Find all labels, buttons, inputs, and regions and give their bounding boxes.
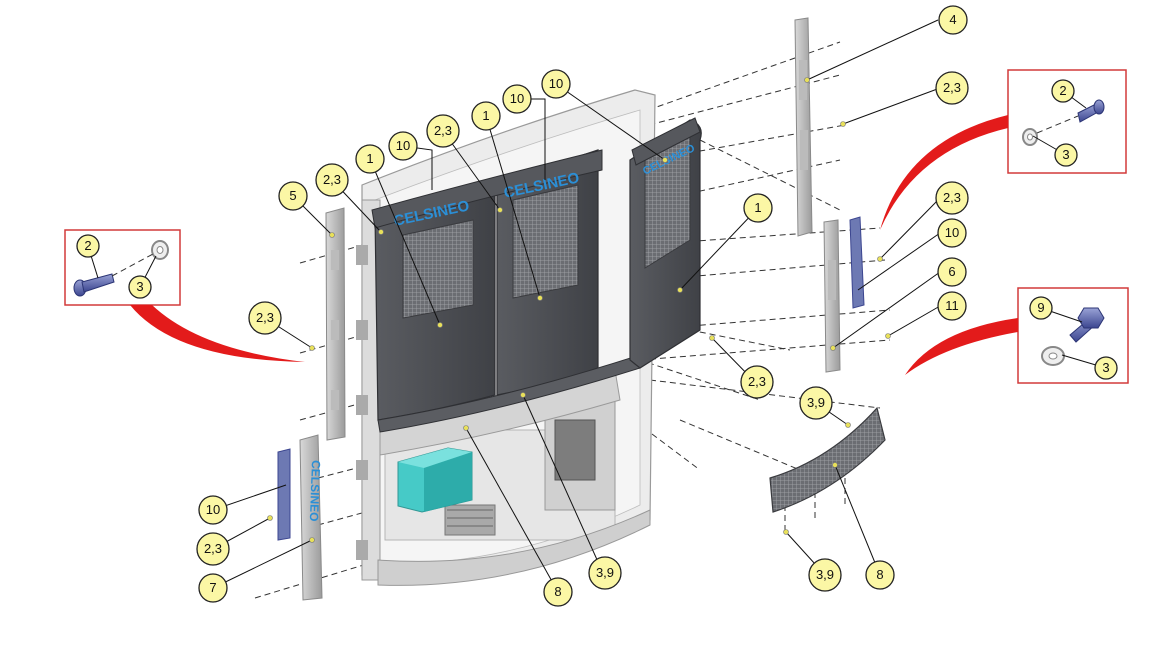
attachment-markers <box>267 77 891 543</box>
svg-text:10: 10 <box>396 138 410 153</box>
callout-2-3-left-top: 2,3 <box>315 163 349 197</box>
washer-icon <box>1041 346 1065 366</box>
callout-2-3-right-top: 2,3 <box>935 71 969 105</box>
svg-text:2,3: 2,3 <box>256 310 274 325</box>
svg-text:2: 2 <box>1059 83 1066 98</box>
callout-2-3-side-bottom: 2,3 <box>740 365 774 399</box>
svg-text:6: 6 <box>948 264 955 279</box>
front-door-left <box>374 179 496 421</box>
bolt-icon <box>73 273 115 297</box>
svg-text:1: 1 <box>482 108 489 123</box>
washer-icon <box>1022 128 1038 146</box>
callout-10-right-badge: 10 <box>937 218 967 248</box>
callout-4: 4 <box>938 5 968 35</box>
right-mid-strip <box>823 219 841 373</box>
svg-text:3: 3 <box>136 279 143 294</box>
svg-text:10: 10 <box>945 225 959 240</box>
callout-detail-bottom-right-washer: 3 <box>1094 356 1118 380</box>
callout-5: 5 <box>278 181 308 211</box>
callout-3-9-panel-top: 3,9 <box>799 386 833 420</box>
callout-detail-left-washer: 3 <box>128 275 152 299</box>
logo-badge-left <box>277 448 291 541</box>
svg-text:8: 8 <box>876 567 883 582</box>
callout-6: 6 <box>937 257 967 287</box>
left-lower-strip: CELSINEO <box>299 434 323 601</box>
svg-text:4: 4 <box>949 12 956 27</box>
pointer-arrow-bottom-right <box>905 318 1018 375</box>
svg-text:10: 10 <box>206 502 220 517</box>
front-door-right <box>496 149 599 396</box>
curved-mesh-panel <box>769 406 886 513</box>
svg-text:8: 8 <box>554 584 561 599</box>
svg-text:2,3: 2,3 <box>323 172 341 187</box>
left-side-strip <box>325 207 346 441</box>
svg-text:2,3: 2,3 <box>434 123 452 138</box>
callout-1-left-door: 1 <box>355 144 385 174</box>
svg-text:3: 3 <box>1062 147 1069 162</box>
washer-icon <box>151 240 169 260</box>
callout-2-3-left-strip: 2,3 <box>248 301 282 335</box>
callout-1-side-door: 1 <box>743 193 773 223</box>
callout-detail-top-right-bolt: 2 <box>1051 79 1075 103</box>
callout-2-3-center-top: 2,3 <box>426 114 460 148</box>
callout-detail-left-bolt: 2 <box>76 234 100 258</box>
callout-10-left-logo: 10 <box>388 131 418 161</box>
callout-10-side-logo: 10 <box>541 69 571 99</box>
svg-text:2: 2 <box>84 238 91 253</box>
callout-detail-top-right-washer: 3 <box>1054 143 1078 167</box>
svg-text:3,9: 3,9 <box>596 565 614 580</box>
svg-text:2,3: 2,3 <box>204 541 222 556</box>
right-top-strip <box>794 17 813 237</box>
svg-text:3,9: 3,9 <box>816 567 834 582</box>
svg-text:3: 3 <box>1102 360 1109 375</box>
callout-8-body: 8 <box>543 577 573 607</box>
callout-detail-bottom-right-bolt: 9 <box>1029 296 1053 320</box>
svg-text:9: 9 <box>1037 300 1044 315</box>
svg-text:11: 11 <box>945 298 959 313</box>
logo-badge-right <box>849 216 865 309</box>
svg-text:2,3: 2,3 <box>748 374 766 389</box>
callout-1-right-door: 1 <box>471 101 501 131</box>
callout-2-3-left-lower: 2,3 <box>196 532 230 566</box>
bolt-icon <box>1077 99 1105 123</box>
svg-text:10: 10 <box>549 76 563 91</box>
svg-text:2,3: 2,3 <box>943 190 961 205</box>
svg-text:3,9: 3,9 <box>807 395 825 410</box>
callout-10-center-logo: 10 <box>502 84 532 114</box>
svg-text:5: 5 <box>289 188 296 203</box>
pointer-arrow-top-right <box>880 115 1008 230</box>
logo-text-strip: CELSINEO <box>307 460 323 522</box>
pointer-arrow-left <box>130 305 305 362</box>
callout-10-left-badge: 10 <box>198 495 228 525</box>
svg-text:1: 1 <box>366 151 373 166</box>
svg-text:1: 1 <box>754 200 761 215</box>
callout-7: 7 <box>198 573 228 603</box>
side-door: CELSINEO <box>629 117 702 369</box>
callout-3-9-panel-bottom: 3,9 <box>808 558 842 592</box>
callout-3-9-body: 3,9 <box>588 556 622 590</box>
svg-text:7: 7 <box>209 580 216 595</box>
hex-bolt-icon <box>1069 307 1105 343</box>
callout-2-3-right-mid: 2,3 <box>935 181 969 215</box>
cyan-cover <box>397 447 473 513</box>
callout-8-panel: 8 <box>865 560 895 590</box>
svg-text:2,3: 2,3 <box>943 80 961 95</box>
callout-11: 11 <box>937 291 967 321</box>
svg-text:10: 10 <box>510 91 524 106</box>
